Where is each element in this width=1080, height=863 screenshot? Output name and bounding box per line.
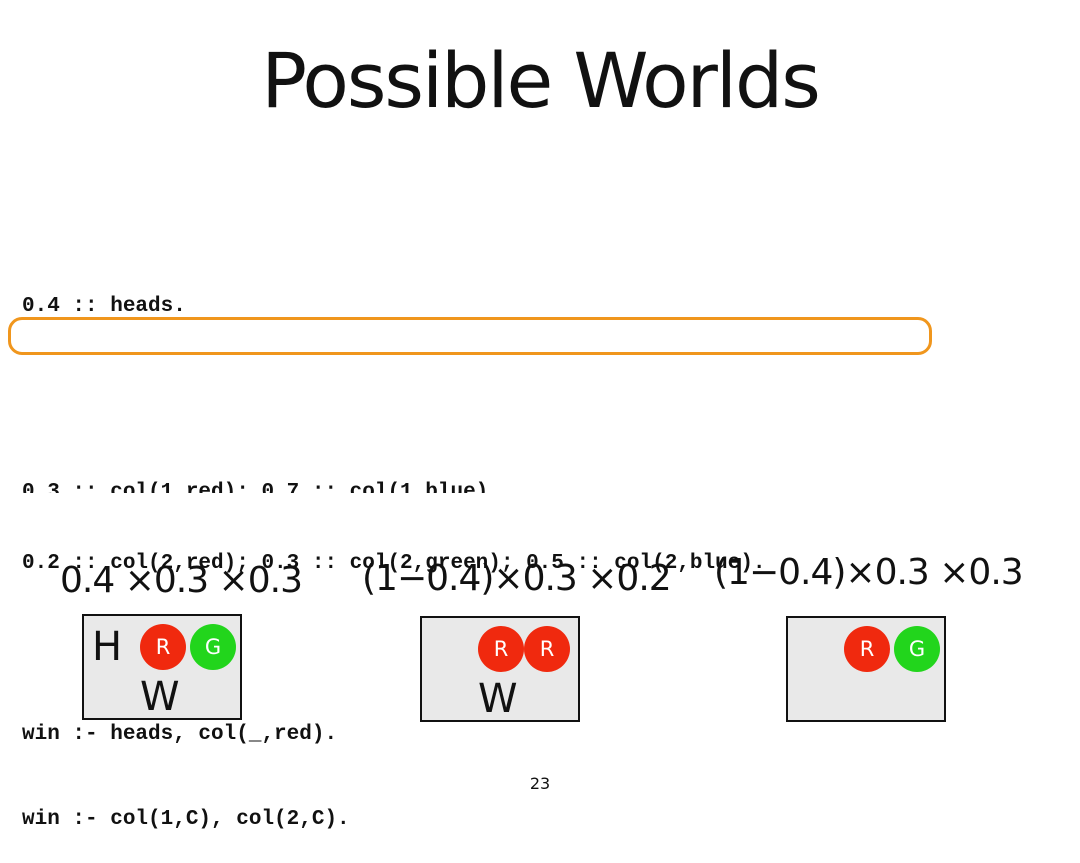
world-1-box: H R G W (82, 614, 242, 720)
ball-red-icon: R (140, 624, 186, 670)
ball-red-icon: R (478, 626, 524, 672)
code-line: 0.4 :: heads. (22, 295, 186, 318)
code-line-highlighted: 0.2 :: col(2,red); 0.3 :: col(2,green); … (22, 551, 766, 575)
world-2-probability: (1−0.4)×0.3 ×0.2 (362, 558, 672, 599)
page-number: 23 (529, 774, 551, 793)
ball-green-icon: G (894, 626, 940, 672)
ball-red-icon: R (524, 626, 570, 672)
slide-title: Possible Worlds (261, 36, 821, 125)
world-2-box: R R W (420, 616, 580, 722)
heads-label: H (92, 624, 123, 670)
ball-red-icon: R (844, 626, 890, 672)
code-line (22, 379, 766, 408)
code-line: win :- heads, col(_,red). (22, 722, 338, 746)
code-line-partially-hidden: 0.3 :: col(1,red); 0.7 :: col(1,blue). (22, 480, 501, 493)
win-label: W (140, 674, 180, 720)
win-label: W (478, 676, 518, 722)
ball-green-icon: G (190, 624, 236, 670)
world-1-probability: 0.4 ×0.3 ×0.3 (60, 560, 303, 601)
code-line: win :- col(1,C), col(2,C). (22, 808, 350, 831)
world-3-box: R G (786, 616, 946, 722)
highlight-outline (8, 317, 932, 355)
world-3-probability: (1−0.4)×0.3 ×0.3 (714, 552, 1024, 593)
